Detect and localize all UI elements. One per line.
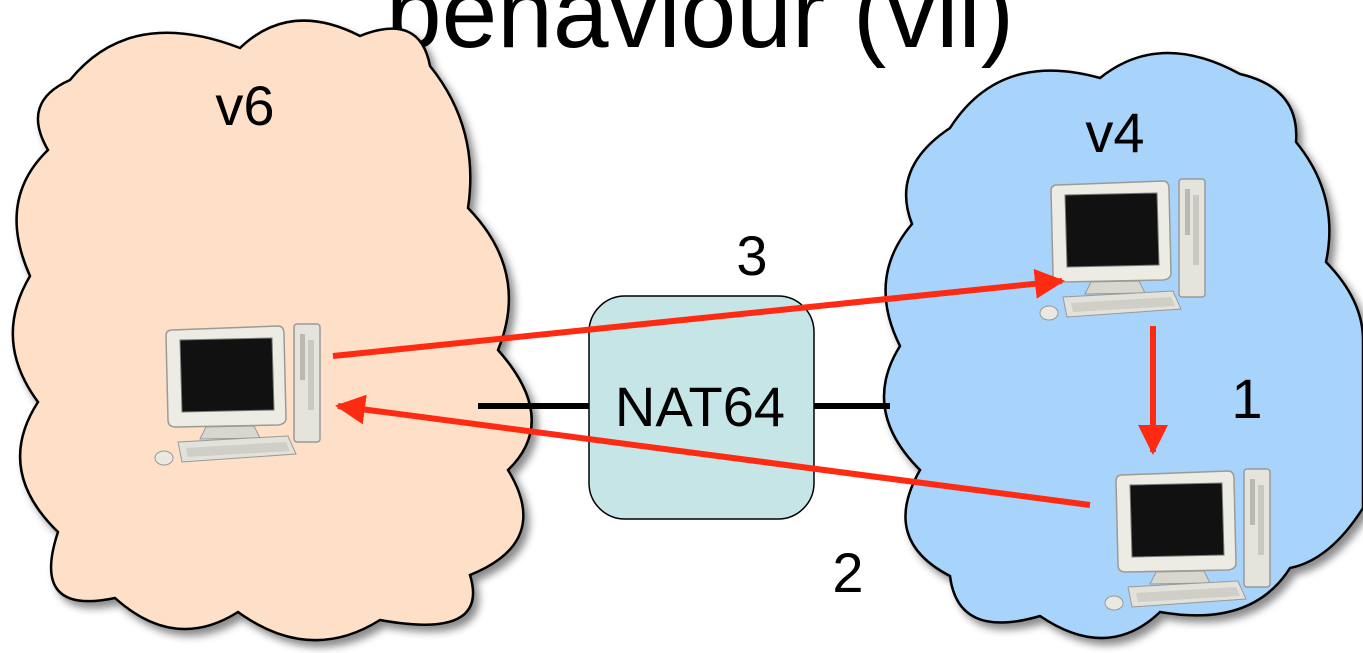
step-1-label: 1 [1231,367,1262,430]
v4-label: v4 [1085,101,1144,164]
v6-label: v6 [215,74,274,137]
nat64-label: NAT64 [615,375,785,438]
step-2-label: 2 [832,541,863,604]
arrow-step-2 [335,394,1091,508]
arrow-step-3 [332,268,1065,359]
slide-title: behaviour (vii) [386,0,1014,69]
step-3-label: 3 [736,224,767,287]
